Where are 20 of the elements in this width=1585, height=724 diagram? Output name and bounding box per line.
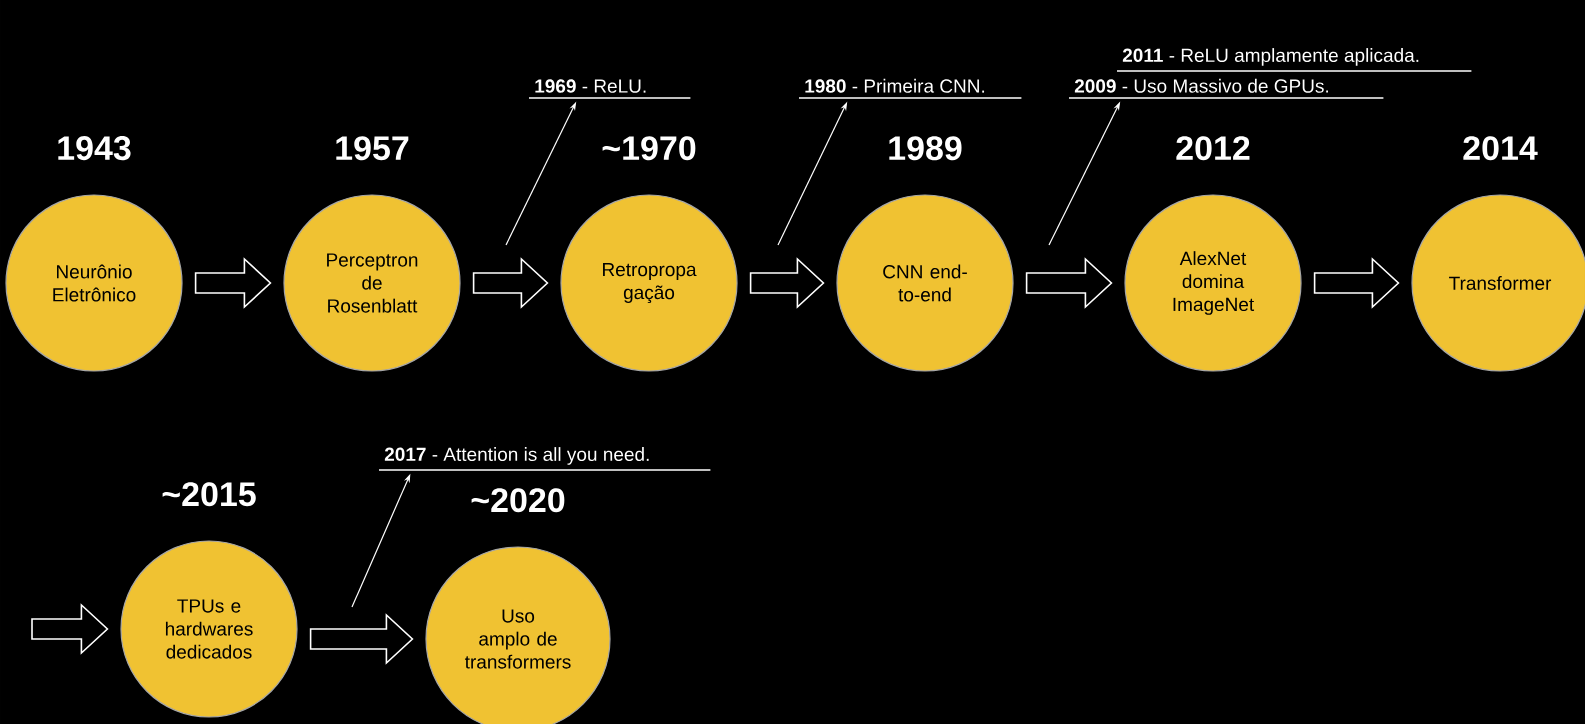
- year-label: 2012: [1176, 136, 1250, 161]
- block-arrow: [1025, 257, 1113, 309]
- year-label: ~2020: [471, 488, 565, 513]
- annotation-text: 2011 - ReLU amplamente aplicada.: [1122, 48, 1419, 66]
- annotation-text: 2009 - Uso Massivo de GPUs.: [1074, 78, 1328, 93]
- year-label: ~2015: [162, 482, 256, 507]
- annotation-text: 1980 - Primeira CNN.: [805, 78, 985, 93]
- block-arrow: [1313, 257, 1400, 309]
- year-label: 1989: [889, 136, 962, 161]
- block-arrow: [31, 603, 109, 655]
- block-arrow: [309, 613, 414, 665]
- year-label: 1943: [58, 136, 131, 161]
- block-arrow: [194, 257, 272, 309]
- annotation-text: 2017 - Attention is all you need.: [384, 447, 649, 465]
- year-label: 1957: [336, 136, 409, 161]
- block-arrow: [472, 257, 549, 309]
- year-label: 2014: [1463, 136, 1538, 161]
- year-label: ~1970: [602, 136, 696, 161]
- block-arrow: [749, 257, 825, 309]
- annotation-text: 1969 - ReLU.: [535, 79, 646, 93]
